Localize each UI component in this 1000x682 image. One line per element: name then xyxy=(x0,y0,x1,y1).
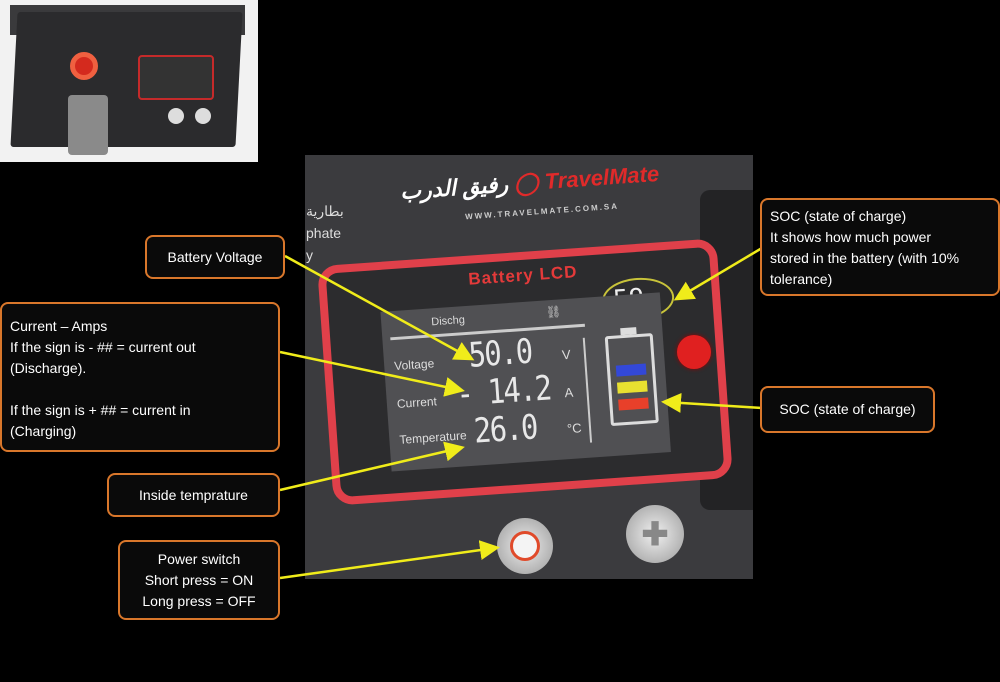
red-indicator-button xyxy=(677,335,711,369)
callout-text: SOC (state of charge) xyxy=(779,401,916,417)
callout-text: Current – Amps xyxy=(10,318,108,334)
arrow-current xyxy=(279,350,465,397)
arrow-power xyxy=(279,540,500,580)
callout-soc-description: SOC (state of charge) It shows how much … xyxy=(760,198,1000,296)
arrow-soc-top xyxy=(673,246,763,301)
spacer xyxy=(10,379,270,400)
callout-text: It shows how much power xyxy=(770,229,932,245)
callout-text: (Discharge). xyxy=(10,360,87,376)
thumb-lcd xyxy=(138,55,214,100)
thumb-plug xyxy=(68,95,108,155)
thumb-screw xyxy=(195,108,211,124)
arrow-soc-bottom xyxy=(661,392,763,413)
callout-text: Short press = ON xyxy=(144,571,254,588)
arrow-temperature xyxy=(279,441,465,492)
callout-text: SOC (state of charge) xyxy=(770,208,907,224)
callout-text: Battery Voltage xyxy=(167,248,263,265)
callout-temperature: Inside temprature xyxy=(107,473,280,517)
callout-battery-voltage: Battery Voltage xyxy=(145,235,285,279)
power-switch[interactable] xyxy=(497,518,553,574)
side-label: بطارية phate y xyxy=(306,200,344,266)
callout-text: stored in the battery (with 10% xyxy=(770,250,960,266)
thumb-power-button xyxy=(168,108,184,124)
callout-text: If the sign is + ## = current in xyxy=(10,402,191,418)
callout-current: Current – Amps If the sign is - ## = cur… xyxy=(0,302,280,452)
callout-soc-battery: SOC (state of charge) xyxy=(760,386,935,433)
product-thumbnail xyxy=(0,0,258,162)
callout-text: Inside temprature xyxy=(139,486,248,503)
callout-text: If the sign is - ## = current out xyxy=(10,339,196,355)
screw-icon: ✚ xyxy=(626,505,684,563)
thumb-terminal xyxy=(70,52,98,80)
callout-text: tolerance) xyxy=(770,271,833,287)
callout-text: Power switch xyxy=(157,550,241,567)
power-ring xyxy=(510,531,540,561)
arrow-voltage xyxy=(284,254,475,361)
callout-text: Long press = OFF xyxy=(142,592,256,609)
callout-power-switch: Power switch Short press = ON Long press… xyxy=(118,540,280,620)
callout-text: (Charging) xyxy=(10,423,77,439)
side-text-line: y xyxy=(306,247,313,263)
side-text-line: phate xyxy=(306,225,342,241)
side-text-line: بطارية xyxy=(306,203,344,219)
